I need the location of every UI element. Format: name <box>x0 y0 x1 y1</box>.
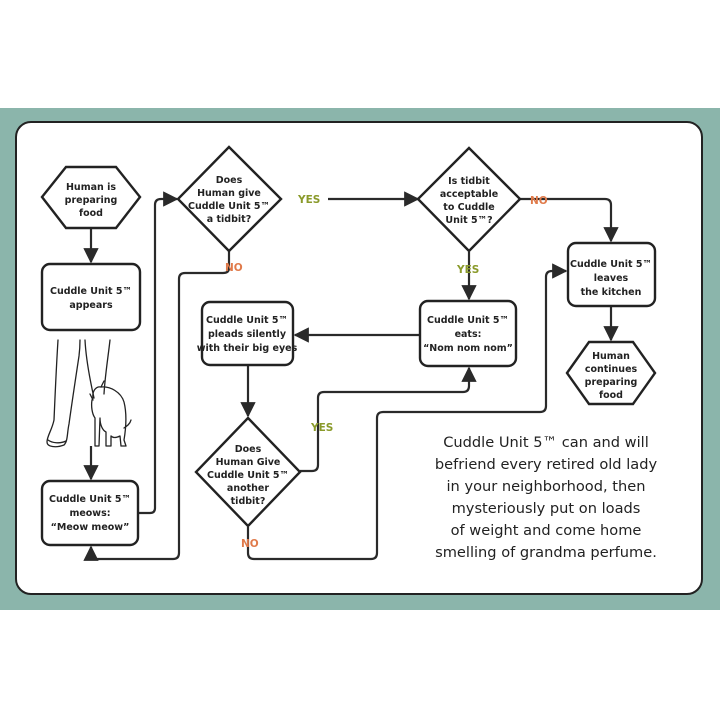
node-text: appears <box>69 300 113 311</box>
caption-line: in your neighborhood, then <box>446 478 646 495</box>
node-meows: Cuddle Unit 5™ meows: “Meow meow” <box>40 479 140 547</box>
node-text: Is tidbit <box>448 176 490 187</box>
caption-line: smelling of grandma perfume. <box>435 544 657 561</box>
node-text: Cuddle Unit 5™ <box>206 315 288 326</box>
node-text: Unit 5™? <box>445 215 492 226</box>
edge-label-no: NO <box>225 262 243 274</box>
legs-and-cat-icon <box>46 339 132 448</box>
node-continues: Human continues preparing food <box>565 340 657 406</box>
node-text: Human give <box>197 188 261 199</box>
node-text: to Cuddle <box>443 202 494 213</box>
node-leaves: Cuddle Unit 5™ leaves the kitchen <box>566 241 657 308</box>
node-text: Cuddle Unit 5™ <box>50 286 132 297</box>
node-pleads: Cuddle Unit 5™ pleads silently with thei… <box>197 300 298 367</box>
node-text: Human <box>592 351 630 362</box>
node-text: food <box>599 390 623 401</box>
node-text: preparing <box>585 377 638 388</box>
node-text: Human Give <box>216 457 281 468</box>
caption-line: Cuddle Unit 5™ can and will <box>443 434 649 451</box>
node-text: pleads silently <box>208 329 287 340</box>
edge-give-meows-no <box>83 251 231 561</box>
node-text: “Meow meow” <box>51 522 130 533</box>
node-text: “Nom nom nom” <box>423 343 513 354</box>
node-text: Does <box>216 175 243 186</box>
node-text: with their big eyes <box>197 343 298 354</box>
edge-another-leaves-no <box>246 263 568 561</box>
node-acceptable: Is tidbit acceptable to Cuddle Unit 5™? <box>416 146 522 253</box>
node-text: continues <box>585 364 638 375</box>
caption-line: of weight and come home <box>450 522 642 539</box>
node-give-tidbit: Does Human give Cuddle Unit 5™ a tidbit? <box>176 145 283 253</box>
edges <box>83 191 619 561</box>
caption-line: mysteriously put on loads <box>451 500 641 517</box>
node-text: the kitchen <box>581 287 642 298</box>
node-text: Cuddle Unit 5™ <box>570 259 652 270</box>
edge-label-yes: YES <box>310 422 333 434</box>
edge-meows-give <box>138 191 179 515</box>
caption-line: befriend every retired old lady <box>434 456 658 473</box>
node-text: meows: <box>69 508 110 519</box>
node-text: Cuddle Unit 5™ <box>49 494 131 505</box>
node-text: Cuddle Unit 5™ <box>188 201 270 212</box>
edge-label-no: NO <box>530 195 548 207</box>
node-text: Cuddle Unit 5™ <box>207 470 289 481</box>
node-text: Human is <box>66 182 116 193</box>
node-text: Does <box>235 444 262 455</box>
node-text: food <box>79 208 103 219</box>
node-text: a tidbit? <box>207 214 251 225</box>
node-text: leaves <box>594 273 629 284</box>
node-appears: Cuddle Unit 5™ appears <box>40 262 142 332</box>
edge-acceptable-leaves-no <box>520 197 619 243</box>
edge-another-eats-yes <box>300 366 477 473</box>
node-text: acceptable <box>440 189 498 200</box>
node-text: eats: <box>455 329 482 340</box>
node-text: tidbit? <box>231 496 266 507</box>
node-text: another <box>227 483 269 494</box>
node-eats: Cuddle Unit 5™ eats: “Nom nom nom” <box>418 299 518 368</box>
node-human-preparing: Human is preparing food <box>40 165 142 230</box>
edge-label-yes: YES <box>297 194 320 206</box>
node-text: Cuddle Unit 5™ <box>427 315 509 326</box>
edge-label-no: NO <box>241 538 259 550</box>
node-text: preparing <box>65 195 118 206</box>
node-another-tidbit: Does Human Give Cuddle Unit 5™ another t… <box>194 416 302 528</box>
caption-text: Cuddle Unit 5™ can and will befriend eve… <box>410 432 682 564</box>
edge-label-yes: YES <box>456 264 479 276</box>
